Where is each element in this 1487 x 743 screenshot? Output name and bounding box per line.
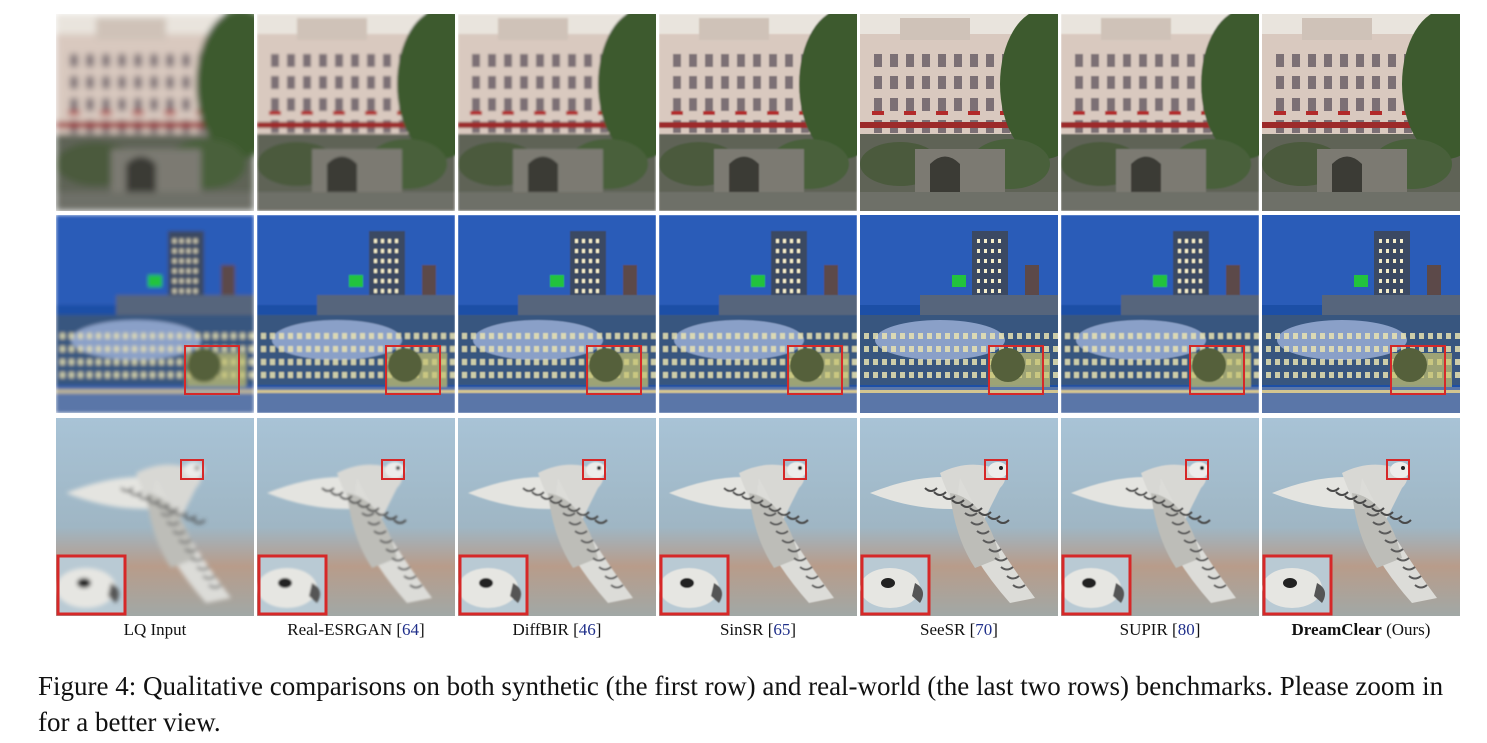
column-label: DreamClear (Ours) — [1261, 620, 1461, 640]
image-city-skyline-dreamclear — [1262, 215, 1460, 413]
figure-caption: Figure 4: Qualitative comparisons on bot… — [38, 668, 1478, 740]
image-city-skyline-sinsr — [659, 215, 857, 413]
citation-link[interactable]: 65 — [773, 620, 791, 639]
column-label: SUPIR [80] — [1119, 620, 1201, 639]
citation-link[interactable]: 64 — [402, 620, 420, 639]
method-name: DreamClear — [1291, 620, 1382, 639]
citation-link[interactable]: 46 — [578, 620, 596, 639]
image-falcon-in-flight-sinsr — [659, 418, 857, 616]
image-city-skyline-diffbir — [458, 215, 656, 413]
method-name: DiffBIR — [512, 620, 569, 639]
method-suffix: (Ours) — [1381, 620, 1431, 639]
image-building-facade-seesr — [860, 14, 1058, 211]
column-label: SeeSR [70] — [920, 620, 998, 639]
caption-label: Figure 4: — [38, 671, 137, 701]
image-falcon-in-flight-diffbir — [458, 418, 656, 616]
image-building-facade-real-esrgan — [257, 14, 455, 211]
image-city-skyline-lq-input — [56, 215, 254, 413]
citation-link[interactable]: 70 — [975, 620, 993, 639]
image-falcon-in-flight-real-esrgan — [257, 418, 455, 616]
image-building-facade-sinsr — [659, 14, 857, 211]
method-name: SeeSR — [920, 620, 966, 639]
image-city-skyline-seesr — [860, 215, 1058, 413]
citation-link[interactable]: 80 — [1177, 620, 1195, 639]
image-falcon-in-flight-supir — [1061, 418, 1259, 616]
image-falcon-in-flight-lq-input — [56, 418, 254, 616]
column-label: DiffBIR [46] — [512, 620, 602, 639]
image-building-facade-diffbir — [458, 14, 656, 211]
method-name: SinSR — [719, 620, 764, 639]
image-building-facade-supir — [1061, 14, 1259, 211]
method-name: LQ Input — [123, 620, 187, 639]
method-name: SUPIR — [1119, 620, 1168, 639]
method-name: Real-ESRGAN — [287, 620, 393, 639]
image-falcon-in-flight-seesr — [860, 418, 1058, 616]
column-label: Real-ESRGAN [64] — [287, 620, 425, 639]
image-building-facade-lq-input — [56, 14, 254, 211]
column-label: LQ Input — [55, 620, 255, 640]
image-city-skyline-supir — [1061, 215, 1259, 413]
caption-text: Qualitative comparisons on both syntheti… — [38, 671, 1444, 737]
image-falcon-in-flight-dreamclear — [1262, 418, 1460, 616]
column-label: SinSR [65] — [719, 620, 797, 639]
image-city-skyline-real-esrgan — [257, 215, 455, 413]
image-building-facade-dreamclear — [1262, 14, 1460, 211]
